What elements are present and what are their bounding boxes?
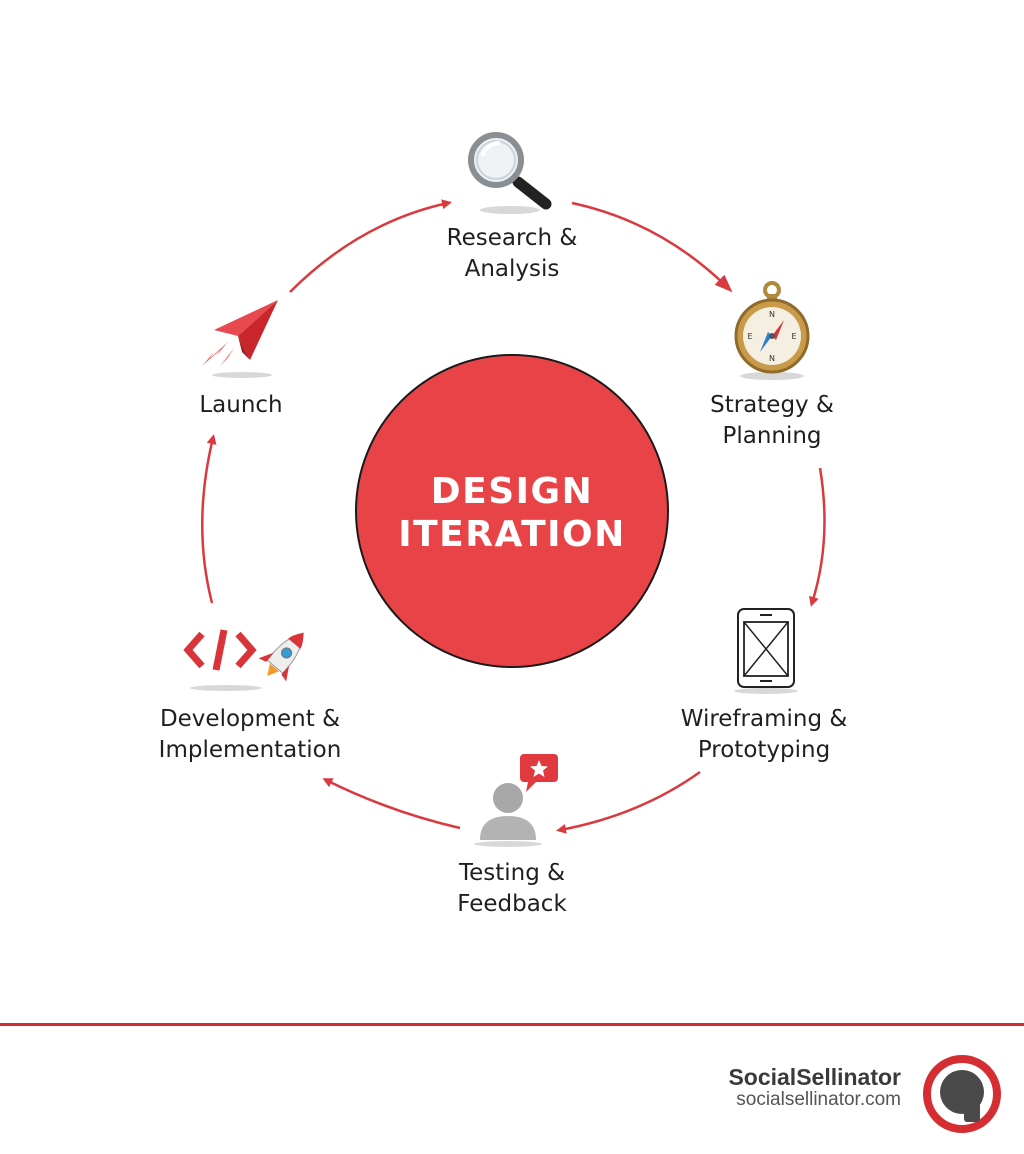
arrow-launch-to-research xyxy=(289,199,452,293)
step-label-strategy: Strategy & Planning xyxy=(710,390,834,452)
step-strategy-line1: Strategy & xyxy=(710,392,834,418)
step-wireframing-line2: Prototyping xyxy=(697,737,831,763)
arrow-testing-to-development xyxy=(322,778,461,830)
step-testing-line1: Testing & xyxy=(458,860,566,886)
step-development-line1: Development & xyxy=(159,706,341,732)
step-research-line1: Research & xyxy=(446,225,578,251)
footer-divider xyxy=(0,1023,1024,1026)
step-testing-line2: Feedback xyxy=(457,891,567,917)
compass-icon: N N E E xyxy=(734,281,810,380)
svg-text:E: E xyxy=(791,332,796,341)
code-rocket-icon xyxy=(183,629,304,691)
step-development-line2: Implementation xyxy=(158,737,342,763)
center-title-line1: DESIGN xyxy=(430,471,594,512)
brand-name: SocialSellinator xyxy=(728,1064,901,1090)
step-label-research: Research & Analysis xyxy=(447,223,578,285)
wireframe-phone-icon xyxy=(734,608,798,694)
step-research-line2: Analysis xyxy=(464,256,560,282)
svg-text:N: N xyxy=(769,354,775,363)
svg-text:E: E xyxy=(747,332,752,341)
user-feedback-icon xyxy=(474,754,558,847)
center-title: DESIGN ITERATION xyxy=(362,470,662,556)
arrow-research-to-strategy xyxy=(571,201,733,293)
arrow-wireframing-to-testing xyxy=(556,770,701,834)
step-label-testing: Testing & Feedback xyxy=(457,858,567,920)
step-label-launch: Launch xyxy=(199,390,282,421)
step-label-wireframing: Wireframing & Prototyping xyxy=(681,704,848,766)
brand-logo-icon xyxy=(923,1055,1001,1133)
svg-text:N: N xyxy=(769,310,775,319)
center-title-line2: ITERATION xyxy=(398,514,626,555)
brand-url: socialsellinator.com xyxy=(736,1089,901,1110)
step-wireframing-line1: Wireframing & xyxy=(680,706,848,732)
paper-plane-icon xyxy=(202,300,278,378)
arrow-development-to-launch xyxy=(201,434,217,604)
arrow-strategy-to-wireframing xyxy=(809,467,826,607)
step-strategy-line2: Planning xyxy=(722,423,822,449)
step-launch-line1: Launch xyxy=(199,392,283,418)
magnifying-glass-icon xyxy=(468,132,552,214)
step-label-development: Development & Implementation xyxy=(159,704,342,766)
